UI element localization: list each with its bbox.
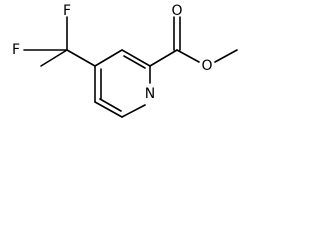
chemical-structure-diagram: F F O O N bbox=[12, 3, 238, 118]
atom-o-ester: O bbox=[201, 58, 212, 74]
ring-bond-c3-c2-inner bbox=[123, 55, 146, 69]
ring-bond-c3-c2 bbox=[121, 49, 151, 67]
atom-n-ring: N bbox=[145, 86, 155, 102]
ring-bond-n1-c6 bbox=[121, 104, 146, 118]
bond-ester-o-methyl bbox=[214, 49, 238, 63]
bond-carbonyl-c-ester-o bbox=[176, 49, 200, 63]
ring-bond-c6-c5-inner bbox=[99, 98, 122, 112]
ring-bond-c6-c5 bbox=[94, 101, 123, 118]
atom-o-carbonyl: O bbox=[171, 3, 182, 19]
atom-f-left: F bbox=[12, 42, 20, 58]
atom-f-top: F bbox=[63, 3, 71, 19]
bond-cf2-methyl bbox=[40, 49, 68, 67]
bond-c2-carbonyl-c bbox=[149, 49, 178, 67]
bond-c4-cf2 bbox=[66, 49, 96, 67]
ring-bond-c4-c3 bbox=[94, 49, 123, 67]
